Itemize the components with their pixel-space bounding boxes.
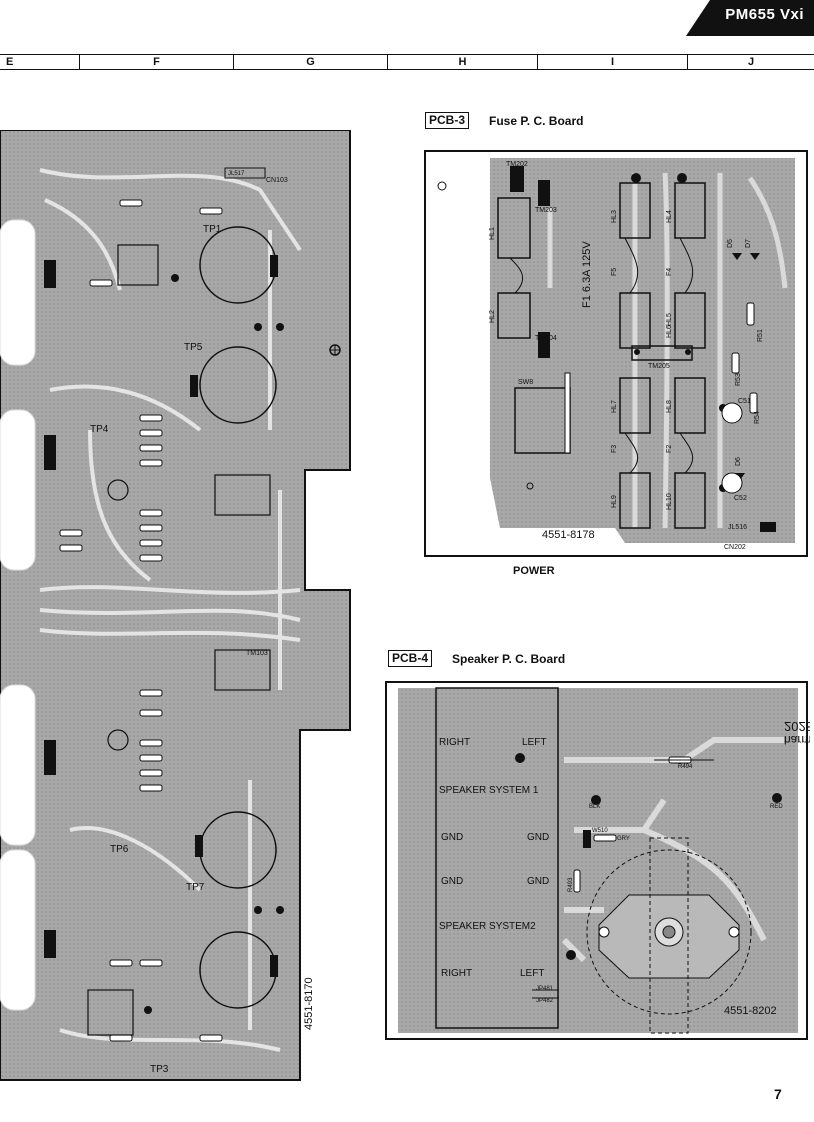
column-e: E [0, 55, 80, 69]
label-jl517: JL517 [228, 171, 245, 177]
label-cn103: CN103 [266, 177, 288, 184]
fuse-label-c51: C51 [738, 398, 751, 405]
speaker-label-red: RED [770, 804, 783, 810]
fuse-label-c52: C52 [734, 495, 747, 502]
fuse-label-hl2: HL2 [489, 310, 496, 323]
column-h: H [388, 55, 538, 69]
fuse-label-hl7: HL7 [611, 400, 618, 413]
pcb3-caption: POWER [513, 565, 555, 577]
speaker-label-jp481: JP481 [536, 986, 554, 992]
model-tab: PM655 Vxi [686, 0, 814, 36]
speaker-label-jp482: JP482 [536, 998, 554, 1004]
fuse-label-d5: D5 [727, 239, 734, 248]
speaker-label-blk: BLK [589, 804, 600, 810]
fuse-label-hl6: HL6 [666, 325, 673, 338]
fuse-rating: F1 6.3A 125V [581, 241, 593, 308]
fuse-label-hl5: HL5 [666, 313, 673, 326]
terminal-gnd-2: GND [527, 832, 549, 843]
fuse-board: TM202 TM203 TM204 TM205 HL1 HL2 HL3 HL4 … [424, 150, 808, 557]
fuse-label-sw8: SW8 [518, 379, 533, 386]
label-tp7: TP7 [186, 882, 205, 893]
column-i: I [538, 55, 688, 69]
speaker-mirror-part: 2028-1554 [784, 719, 810, 734]
fuse-label-d7: D7 [745, 239, 752, 248]
fuse-label-hl8: HL8 [666, 400, 673, 413]
terminal-left-1: LEFT [522, 737, 546, 748]
main-board-part-number: 4551-8170 [303, 977, 315, 1030]
terminal-speaker-system-2: SPEAKER SYSTEM2 [439, 921, 536, 932]
terminal-gnd-1: GND [441, 832, 463, 843]
column-j: J [747, 56, 755, 68]
fuse-label-r53: R53 [735, 373, 742, 386]
fuse-label-hl3: HL3 [611, 210, 618, 223]
label-tp3: TP3 [150, 1064, 169, 1075]
fuse-board-part-number: 4551-8178 [542, 529, 595, 541]
fuse-label-f4: F4 [666, 268, 673, 276]
column-g: G [234, 55, 388, 69]
pcb3-title: Fuse P. C. Board [489, 114, 584, 128]
speaker-board-part-number: 4551-8202 [724, 1005, 777, 1017]
fuse-label-tm204: TM204 [535, 335, 557, 342]
speaker-label-r494: R494 [678, 764, 693, 770]
fuse-label-hl4: HL4 [666, 210, 673, 223]
speaker-board: RIGHT LEFT SPEAKER SYSTEM 1 GND GND GND … [385, 681, 810, 1040]
speaker-label-r493: R493 [568, 877, 574, 892]
label-tp6: TP6 [110, 844, 129, 855]
column-f: F [80, 55, 234, 69]
fuse-label-r51: R51 [757, 329, 764, 342]
fuse-label-f3: F3 [611, 445, 618, 453]
terminal-gnd-3: GND [441, 876, 463, 887]
label-tm103: TM103 [246, 650, 268, 657]
speaker-label-w510: W510 [592, 828, 608, 834]
main-board: TP1 TP5 TP4 TP6 TP7 TP3 4551-8170 CN103 … [0, 130, 351, 1081]
terminal-left-2: LEFT [520, 968, 544, 979]
label-tp5: TP5 [184, 342, 203, 353]
speaker-mirror-brand: harman kardon [784, 733, 810, 747]
fuse-label-hl9: HL9 [611, 495, 618, 508]
page-number: 7 [774, 1086, 782, 1102]
fuse-label-hl1: HL1 [489, 227, 496, 240]
pcb4-tag: PCB-4 [388, 650, 433, 667]
fuse-label-f2: F2 [666, 445, 673, 453]
pcb4-title: Speaker P. C. Board [452, 652, 566, 666]
fuse-label-d6: D6 [735, 457, 742, 466]
speaker-label-gry: GRY [617, 836, 630, 842]
label-tp4: TP4 [90, 424, 109, 435]
fuse-label-cn202: CN202 [724, 544, 746, 551]
fuse-label-tm202: TM202 [506, 161, 528, 168]
fuse-label-hl10: HL10 [666, 493, 673, 510]
column-strip: E F G H I J [0, 54, 814, 70]
terminal-right-2: RIGHT [441, 968, 472, 979]
pcb3-tag: PCB-3 [425, 112, 470, 129]
fuse-label-tm205: TM205 [648, 363, 670, 370]
terminal-gnd-4: GND [527, 876, 549, 887]
label-tp1: TP1 [203, 224, 222, 235]
model-tab-shape [686, 0, 814, 36]
fuse-label-r54: R54 [754, 411, 761, 424]
terminal-speaker-system-1: SPEAKER SYSTEM 1 [439, 785, 539, 796]
fuse-label-jl516: JL516 [728, 524, 747, 531]
terminal-right-1: RIGHT [439, 737, 470, 748]
fuse-label-tm203: TM203 [535, 207, 557, 214]
model-label: PM655 Vxi [725, 6, 804, 23]
fuse-label-f5: F5 [611, 268, 618, 276]
